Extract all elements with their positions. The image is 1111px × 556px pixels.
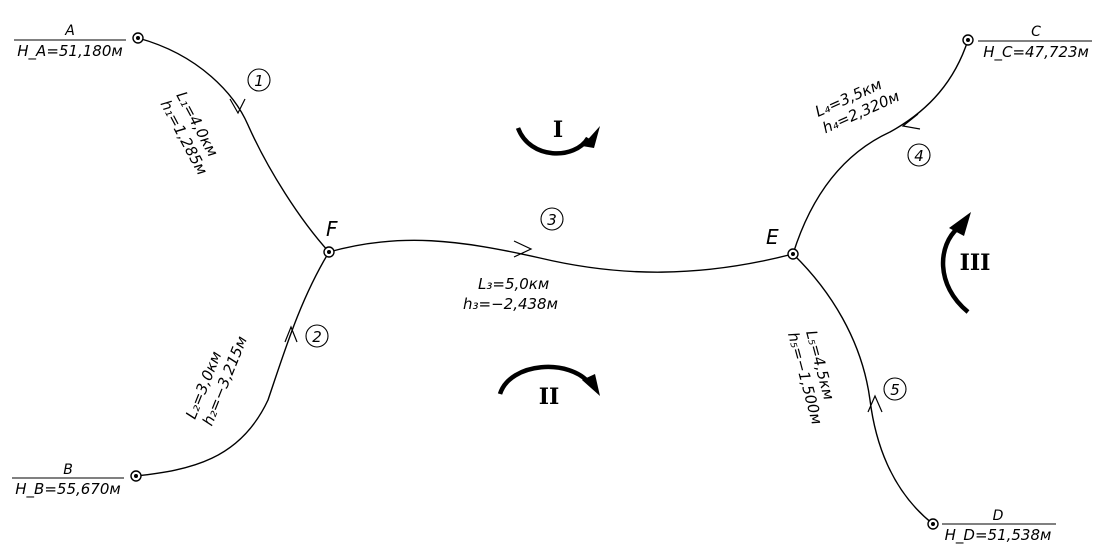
svg-text:1: 1 [254, 72, 264, 90]
benchmark-D [927, 518, 939, 530]
point-A-height: H_A=51,180м [17, 42, 122, 61]
direction-arrow-2 [284, 325, 298, 343]
polygon-II-circulation: II [497, 364, 600, 410]
point-C-name: C [1031, 24, 1041, 40]
direction-arrow-1 [229, 98, 246, 115]
line-3-F-E [328, 239, 794, 273]
line-4-C-E [792, 39, 969, 255]
point-B-name: B [63, 462, 73, 478]
direction-arrow-4 [901, 113, 921, 130]
section-number-2: 2 [305, 324, 329, 348]
point-D-height: H_D=51,538м [945, 526, 1052, 545]
direction-arrow-3 [513, 240, 533, 258]
line-1-A-F [137, 37, 330, 253]
section-number-1: 1 [247, 68, 271, 92]
svg-text:5: 5 [890, 381, 900, 399]
section-number-5: 5 [883, 377, 907, 401]
svg-text:2: 2 [312, 328, 322, 346]
section-3-annotation: L₃=5,0км h₃=−2,438м [463, 275, 558, 313]
polygon-I-circulation: I [515, 117, 600, 156]
polygon-I-label: I [553, 117, 563, 143]
node-E-name: E [766, 225, 779, 249]
point-C-height: H_C=47,723м [983, 43, 1089, 62]
node-F [323, 246, 335, 258]
svg-text:4: 4 [914, 147, 924, 165]
polygon-II-label: II [539, 384, 560, 410]
line-5-D-E [792, 253, 934, 525]
section-3-length: L₃=5,0км [478, 275, 549, 293]
benchmark-C [962, 34, 974, 46]
benchmark-B [130, 470, 142, 482]
point-D-name: D [993, 508, 1004, 524]
node-F-name: F [326, 217, 338, 241]
polygon-III-label: III [960, 250, 991, 276]
point-A-name: A [64, 23, 75, 39]
polygon-III-circulation: III [940, 212, 991, 314]
direction-arrow-5 [867, 394, 883, 413]
section-number-3: 3 [540, 207, 564, 231]
point-B-height: H_B=55,670м [15, 480, 120, 499]
section-3-height-diff: h₃=−2,438м [463, 295, 558, 313]
node-E [787, 248, 799, 260]
benchmark-A [132, 32, 144, 44]
section-number-4: 4 [907, 143, 931, 167]
line-2-B-F [135, 251, 330, 477]
svg-text:3: 3 [547, 211, 557, 229]
